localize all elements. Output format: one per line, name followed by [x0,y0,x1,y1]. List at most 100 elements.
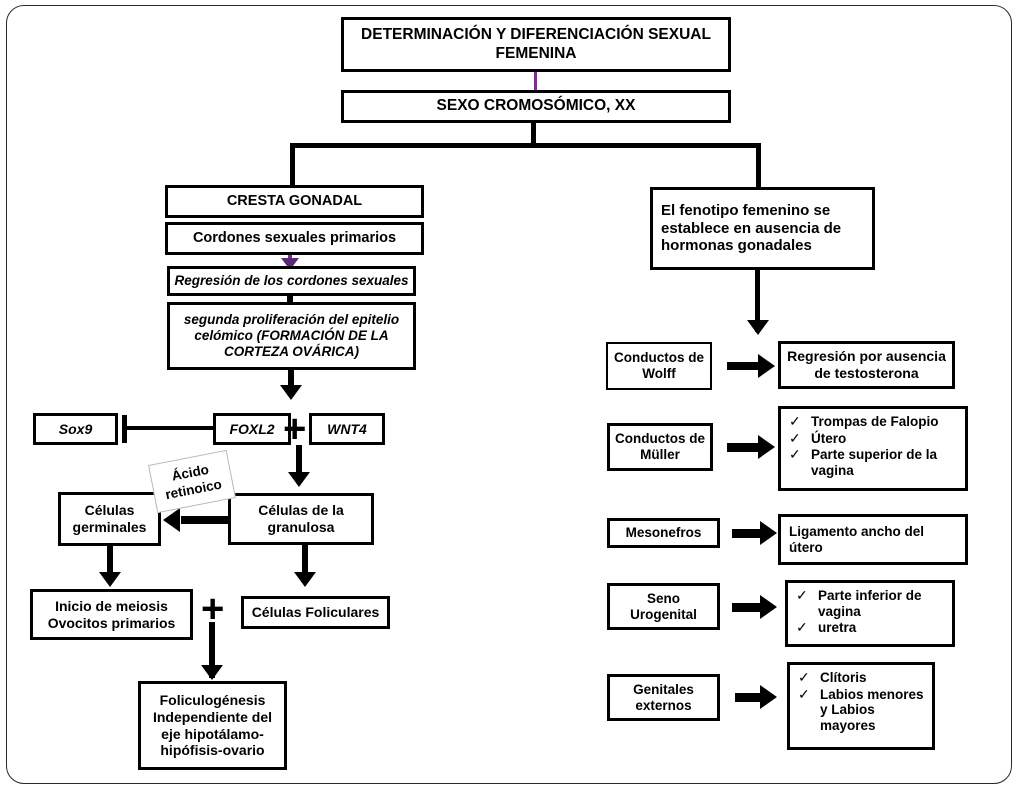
connector-germinales-to-meiosis [107,546,113,582]
connector-regresion-to-segunda [287,294,293,304]
node-regresion-cordones: Regresión de los cordones sexuales [167,266,416,296]
node-fenotipo-femenino-label: El fenotipo femenino se establece en aus… [661,201,842,255]
list-item-label: Parte inferior de vagina [818,588,922,619]
connector-mesonefros-to-ligamento [732,529,765,538]
list-muller-derivatives: ✓ Trompas de Falopio ✓ Útero ✓ Parte superi… [778,406,968,491]
plus-foxl2-wnt4-glyph: + [283,407,307,451]
connector-split-stem [531,123,536,145]
node-wnt4: WNT4 [309,413,385,445]
node-foxl2: FOXL2 [213,413,291,445]
check-icon: ✓ [796,587,808,603]
node-seno-urogenital-label: Seno Urogenital [630,590,697,622]
node-cresta-gonadal-label: CRESTA GONADAL [226,192,363,209]
node-regresion-testosterona: Regresión por ausencia de testosterona [778,341,955,389]
check-icon: ✓ [789,446,801,463]
list-seno-urogenital-derivatives: ✓ Parte inferior de vagina ✓ uretra [785,580,955,647]
node-seno-urogenital: Seno Urogenital [607,583,720,630]
outer-frame [6,5,1012,784]
plus-meiosis-foliculares-glyph: + [201,587,225,631]
check-icon: ✓ [796,619,808,636]
node-regresion-cordones-label: Regresión de los cordones sexuales [174,273,409,289]
connector-split-bar [290,143,761,148]
list-item: ✓ Clítoris [798,669,926,686]
node-genitales-externos-label: Genitales externos [633,681,694,713]
node-conductos-wolff: Conductos de Wolff [606,342,712,390]
list-item-label: Parte superior de la vagina [811,447,938,478]
arrowhead-germinales-to-meiosis [99,572,121,587]
check-icon: ✓ [789,413,801,429]
node-celulas-foliculares-label: Células Foliculares [251,604,380,621]
list-item-label: uretra [818,620,857,636]
arrowhead-mesonefros-to-ligamento [760,521,777,545]
connector-genitales-to-derivatives [735,693,766,702]
arrowhead-fenotipo-to-regresion [747,320,769,335]
node-ligamento-ancho-label: Ligamento ancho del útero [789,523,925,555]
connector-granulosa-to-germinales [181,516,229,524]
list-item: ✓ uretra [796,619,946,636]
node-celulas-germinales: Células germinales [58,492,161,546]
node-foxl2-label: FOXL2 [229,420,275,437]
connector-fenotipo-to-regresion [755,270,760,332]
list-item: ✓ Parte inferior de vagina [796,587,946,619]
check-icon: ✓ [789,429,801,446]
node-sox9: Sox9 [33,413,118,445]
arrowhead-muller-to-derivatives [758,435,775,459]
node-cordones-primarios: Cordones sexuales primarios [165,222,424,255]
connector-plus-to-granulosa [296,445,302,481]
node-fenotipo-femenino: El fenotipo femenino se establece en aus… [650,187,875,270]
node-chromosomal-sex: SEXO CROMOSÓMICO, XX [341,90,731,123]
list-item-label: Útero [811,430,847,446]
node-sox9-label: Sox9 [58,420,93,437]
arrowhead-plus-to-foliculogenesis [201,665,223,680]
plus-meiosis-foliculares: + [201,589,224,629]
list-item: ✓ Labios menores y Labios mayores [798,685,926,734]
connector-split-right [756,143,761,187]
check-icon: ✓ [798,685,810,702]
connector-title-to-chromosomal [534,72,537,92]
connector-granulosa-to-foliculares [302,545,308,583]
node-mesonefros-label: Mesonefros [625,525,702,541]
connector-segunda-to-foxl2 [288,370,294,392]
node-foliculogenesis: Foliculogénesis Independiente del eje hi… [138,681,287,770]
arrowhead-seno-to-derivatives [760,595,777,619]
connector-seno-to-derivatives [732,603,765,612]
node-genitales-externos: Genitales externos [607,674,720,721]
arrowhead-wolff-to-regresion [758,354,775,378]
node-conductos-muller: Conductos de Müller [607,423,713,471]
connector-plus-to-foliculogenesis [209,622,215,678]
node-inicio-meiosis-label: Inicio de meiosis Ovocitos primarios [47,597,176,631]
connector-wolff-to-regresion [727,362,763,370]
node-celulas-granulosa: Células de la granulosa [228,493,374,545]
node-title-label: DETERMINACIÓN Y DIFERENCIACIÓN SEXUAL FE… [361,26,711,62]
node-title: DETERMINACIÓN Y DIFERENCIACIÓN SEXUAL FE… [341,17,731,72]
list-item-label: Clítoris [820,670,867,685]
list-item-label: Trompas de Falopio [811,414,939,429]
node-conductos-muller-label: Conductos de Müller [615,431,705,462]
list-item: ✓ Trompas de Falopio [789,413,959,430]
list-item: ✓ Útero [789,429,959,447]
list-item-label: Labios menores y Labios mayores [820,686,924,733]
arrowhead-plus-to-granulosa [288,472,310,487]
node-celulas-foliculares: Células Foliculares [241,596,390,629]
node-chromosomal-sex-label: SEXO CROMOSÓMICO, XX [436,97,636,115]
node-acido-retinoico-label: Ácido retinoico [164,462,223,502]
node-regresion-testosterona-label: Regresión por ausencia de testosterona [787,348,946,381]
node-segunda-proliferacion-label: segunda proliferación del epitelio celóm… [183,312,400,359]
inhibition-line [124,426,215,430]
node-segunda-proliferacion: segunda proliferación del epitelio celóm… [167,302,416,370]
node-inicio-meiosis: Inicio de meiosis Ovocitos primarios [30,589,193,640]
node-celulas-granulosa-label: Células de la granulosa [258,502,344,535]
node-cordones-primarios-label: Cordones sexuales primarios [192,229,397,246]
node-cresta-gonadal: CRESTA GONADAL [165,185,424,218]
connector-split-left [290,143,295,186]
node-wnt4-label: WNT4 [327,420,367,437]
plus-foxl2-wnt4: + [283,409,306,449]
node-foliculogenesis-label: Foliculogénesis Independiente del eje hi… [152,692,272,759]
list-item: ✓ Parte superior de la vagina [789,446,959,478]
node-conductos-wolff-label: Conductos de Wolff [614,350,704,381]
node-mesonefros: Mesonefros [607,518,720,548]
list-genitales-externos-derivatives: ✓ Clítoris ✓ Labios menores y Labios mayor… [787,662,935,750]
check-icon: ✓ [798,669,810,685]
node-celulas-germinales-label: Células germinales [72,502,147,535]
